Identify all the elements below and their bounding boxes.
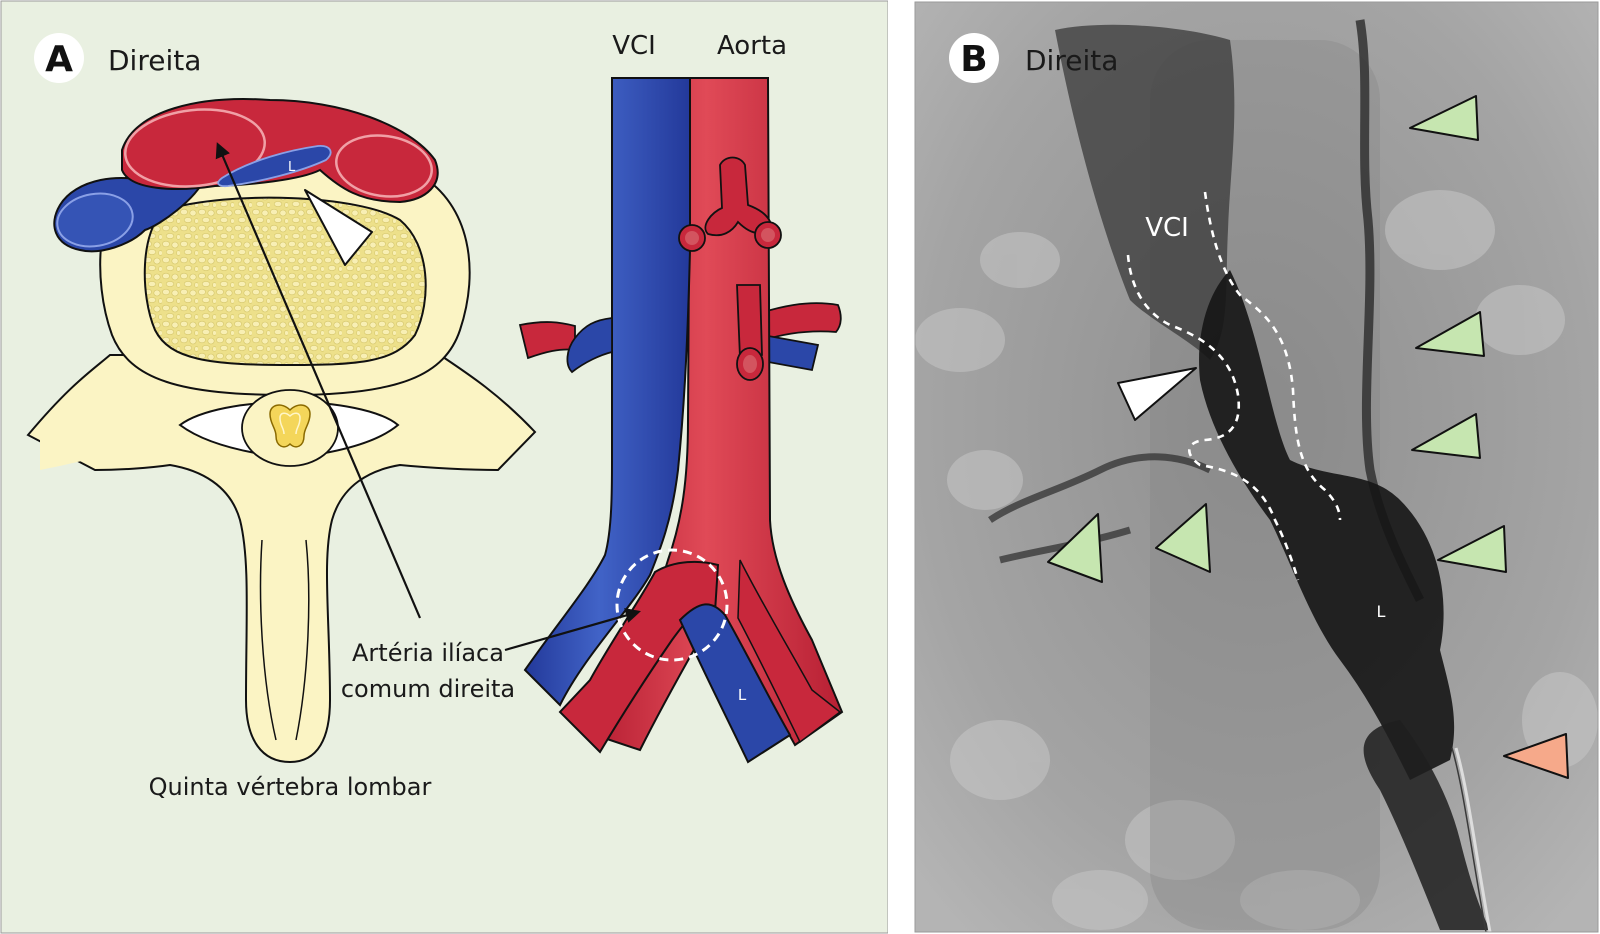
badge-letter: A [45, 39, 73, 80]
green-arrowhead-4 [1437, 525, 1507, 573]
vein-marker-l-section: L [288, 160, 296, 175]
left-iliac-artery-section [335, 134, 433, 198]
celiac-trunk [704, 156, 773, 237]
iliac-vein-contrast [1363, 720, 1490, 930]
contrast-veins [988, 19, 1492, 932]
green-arrowhead-6 [1155, 503, 1211, 573]
compressed-left-iliac-vein [217, 145, 332, 188]
white-arrowhead-stenosis [1117, 367, 1197, 421]
green-arrowhead-3 [1411, 413, 1481, 459]
superior-mesenteric-artery [736, 284, 763, 360]
green-arrowhead-1 [1409, 95, 1479, 141]
white-arrowhead-compression [304, 189, 373, 266]
panel-b: B Direita VCI L [915, 2, 1598, 932]
orange-arrowhead-catheter [1503, 733, 1569, 779]
panel-b-badge-circle [949, 33, 999, 83]
sma-section-lumen [743, 355, 757, 373]
bowel-shadows [915, 190, 1598, 930]
artery-label-line-2: comum direita [341, 675, 515, 703]
celiac-branch-right-lumen [761, 228, 775, 242]
vessel-frontal-diagram: L [518, 77, 844, 764]
right-common-iliac-artery [558, 560, 720, 754]
ivc-label: VCI [612, 31, 656, 61]
panel-a-badge: A [34, 33, 84, 83]
ivc [523, 77, 691, 707]
green-arrowheads [1047, 95, 1507, 583]
panel-divider [888, 0, 914, 934]
panel-b-ivc-label: VCI [1145, 213, 1189, 243]
green-arrowhead-5 [1047, 513, 1103, 583]
cancellous-bone [143, 196, 427, 367]
panel-b-badge-letter: B [960, 39, 987, 80]
pointer-arrow-section [215, 142, 422, 619]
transverse-process-left [40, 410, 120, 470]
spinal-cord [269, 404, 311, 448]
panel-a: A Direita L [0, 0, 889, 934]
celiac-branch-left-lumen [685, 231, 699, 245]
vertebral-arch [26, 354, 537, 764]
panel-b-side-label: Direita [1025, 44, 1118, 77]
panel-b-vein-marker: L [1377, 602, 1386, 621]
left-common-iliac-artery [737, 559, 842, 744]
cord-gray-matter [279, 412, 301, 435]
ivc-contrast-column [1199, 270, 1455, 780]
ivc-dashed-outline-left [1126, 254, 1300, 581]
catheter [1454, 747, 1492, 932]
green-arrowhead-2 [1415, 311, 1485, 357]
badge-circle [34, 33, 84, 83]
artery-label-line-1: Artéria ilíaca [352, 639, 504, 667]
spinous-process-outline [259, 539, 310, 741]
aorta [593, 77, 844, 752]
left-collateral-veins [988, 453, 1212, 564]
side-label: Direita [108, 44, 201, 77]
ivc-lumen [56, 192, 134, 248]
compression-site-circle [615, 548, 729, 662]
vertebra-cross-section: L [26, 98, 537, 764]
aorta-label: Aorta [717, 31, 787, 61]
right-renal-vein [566, 316, 613, 374]
left-common-iliac-vein [678, 603, 792, 764]
pointer-arrow-crossing [504, 607, 641, 652]
vertebra-label: Quinta vértebra lombar [149, 773, 432, 801]
panel-b-border [914, 1, 1599, 933]
vein-marker-l-branch: L [738, 686, 747, 704]
upper-vein-contrast [1055, 24, 1235, 360]
catheter-edge [1451, 747, 1487, 932]
right-iliac-artery-section [124, 108, 266, 188]
